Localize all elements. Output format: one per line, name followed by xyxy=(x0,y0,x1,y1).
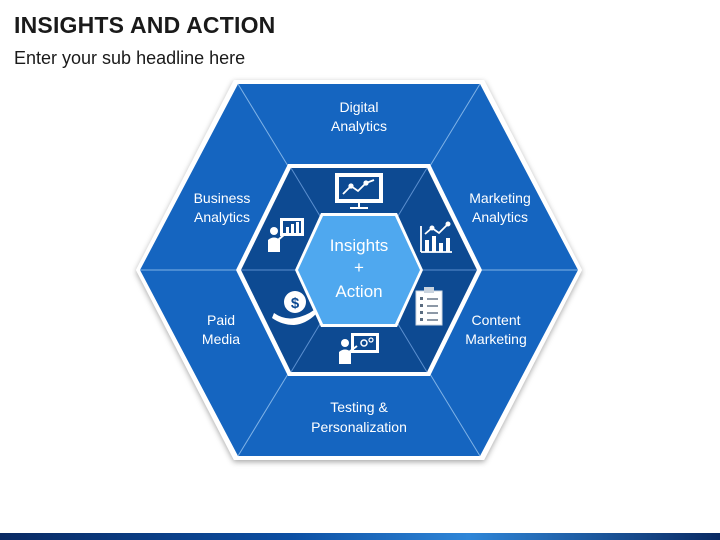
segment-digital-analytics-line1: Digital xyxy=(340,99,379,115)
clipboard-checklist-icon xyxy=(415,287,443,326)
segment-digital-analytics-line2: Analytics xyxy=(331,118,387,134)
presenter-bar-chart-icon xyxy=(268,218,304,252)
center-title-line1: Insights xyxy=(330,236,389,255)
center-title-line2: + xyxy=(354,258,364,277)
inner-dividers xyxy=(241,167,477,373)
presentation-chart-icon xyxy=(335,173,383,209)
segment-content-marketing-line1: Content xyxy=(471,312,520,328)
segment-testing-line2: Personalization xyxy=(311,419,407,435)
analytics-chart-icon xyxy=(420,221,452,253)
segment-content-marketing-line2: Marketing xyxy=(465,331,526,347)
segment-marketing-analytics-line2: Analytics xyxy=(472,209,528,225)
footer-bar xyxy=(0,533,720,540)
page-title: INSIGHTS AND ACTION xyxy=(14,12,276,38)
center-title-line3: Action xyxy=(335,282,382,301)
segment-dividers xyxy=(140,83,578,457)
presenter-gear-board-icon xyxy=(339,333,379,364)
hand-money-icon: $ xyxy=(272,291,316,325)
segment-marketing-analytics-line1: Marketing xyxy=(469,190,530,206)
segment-testing-line1: Testing & xyxy=(330,399,388,415)
page-subtitle: Enter your sub headline here xyxy=(14,48,246,68)
segment-paid-media-line1: Paid xyxy=(207,312,235,328)
segment-business-analytics-line2: Analytics xyxy=(194,209,250,225)
segment-paid-media-line2: Media xyxy=(202,331,240,347)
segment-business-analytics-line1: Business xyxy=(194,190,251,206)
svg-text:$: $ xyxy=(291,295,300,312)
center-hexagon-fill xyxy=(298,216,420,324)
